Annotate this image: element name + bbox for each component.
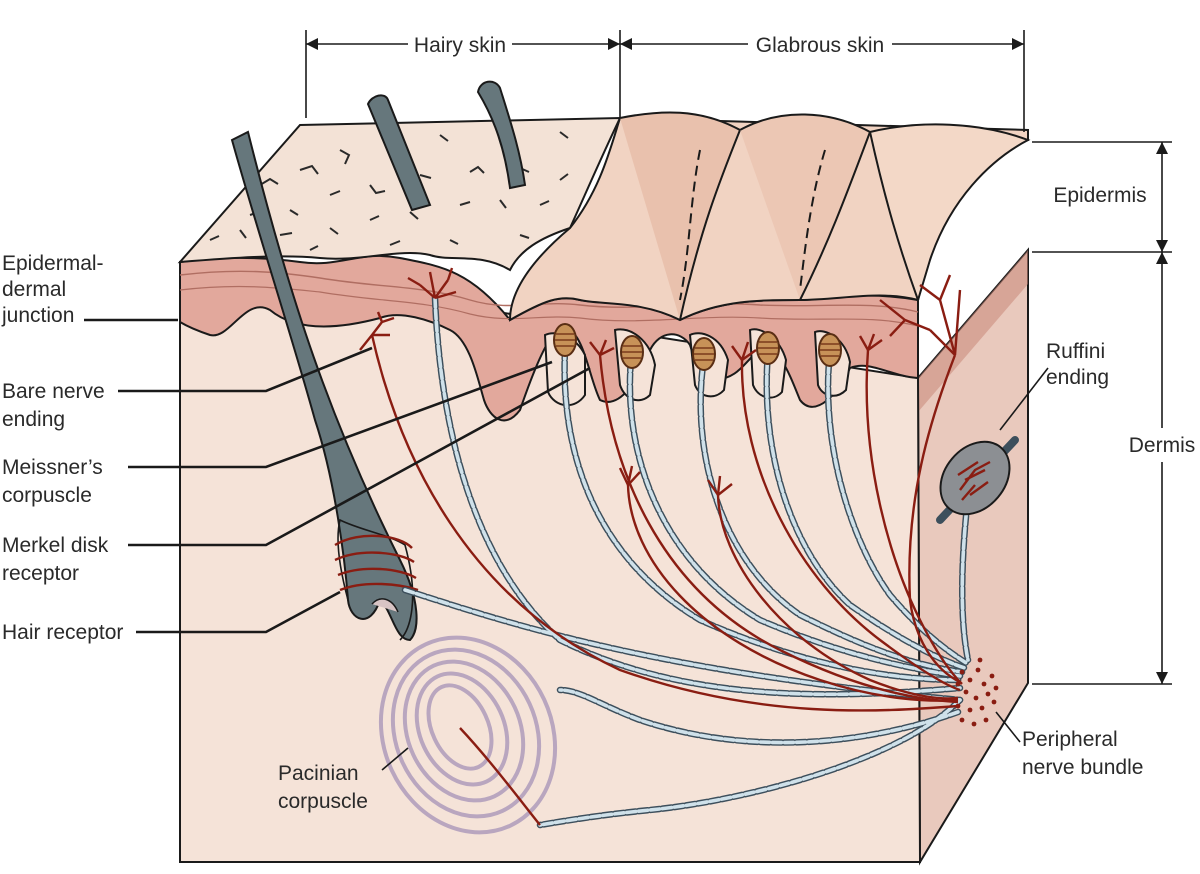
hair-receptor-wrap — [334, 534, 419, 592]
epidermis-label: Epidermis — [1053, 184, 1146, 207]
ruffini-ending-label: Ruffini ending — [1046, 340, 1111, 389]
dimension-lines — [305, 30, 1172, 685]
ruffini-ending — [936, 436, 1019, 524]
glabrous-skin-surface — [508, 111, 1031, 322]
glabrous-skin-label: Glabrous skin — [756, 34, 884, 57]
peripheral-nerve-bundle — [955, 657, 999, 727]
merkel-disk-receptor-label: Merkel disk receptor — [2, 534, 114, 585]
pacinian-corpuscle-label: Pacinian corpuscle — [278, 762, 368, 813]
inner-labels: Pacinian corpuscle — [278, 762, 368, 813]
hair-receptor-label: Hair receptor — [2, 621, 123, 644]
unmyelinated-fibres — [370, 334, 963, 826]
dermis-label: Dermis — [1129, 434, 1196, 457]
header-labels: Hairy skin Glabrous skin — [414, 34, 884, 57]
right-labels: Ruffini ending Peripheral nerve bundle — [1022, 340, 1143, 779]
hair-follicle — [230, 130, 419, 642]
leader-lines — [84, 318, 1049, 771]
bare-nerve-ending-label: Bare nerve ending — [2, 380, 111, 431]
meissners-corpuscle-label: Meissner’s corpuscle — [2, 456, 109, 507]
layer-labels: Epidermis Dermis — [1053, 184, 1195, 457]
meissners-corpuscles — [553, 323, 842, 371]
pacinian-corpuscle — [378, 635, 558, 835]
bare-nerve-endings — [359, 267, 962, 496]
hair-shafts — [366, 80, 527, 212]
epidermal-dermal-junction-label: Epidermal- dermal junction — [1, 252, 109, 327]
peripheral-nerve-bundle-label: Peripheral nerve bundle — [1022, 728, 1143, 779]
left-labels: Epidermal- dermal junction Bare nerve en… — [1, 252, 123, 644]
hairy-skin-label: Hairy skin — [414, 34, 506, 57]
block-front-face — [179, 260, 922, 863]
